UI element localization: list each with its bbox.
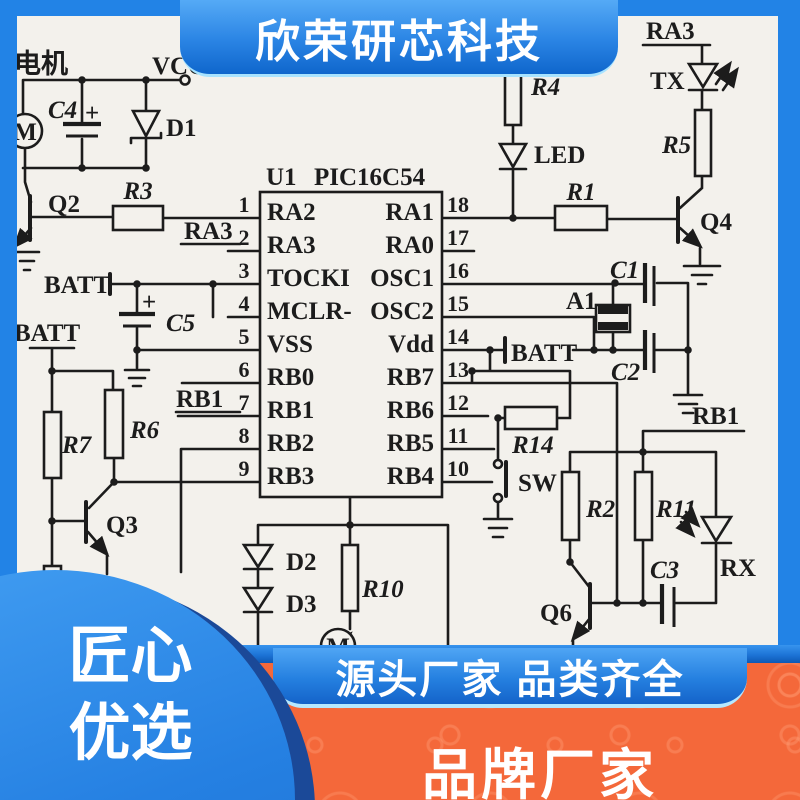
badge-line1: 匠心 [68, 622, 193, 691]
label-a1: A1 [566, 288, 597, 315]
ribbon-text: 源头厂家 品类齐全 [335, 658, 685, 702]
label-r4: R4 [530, 74, 560, 101]
label-d2: D2 [286, 549, 317, 576]
svg-text:8: 8 [239, 423, 250, 448]
label-rb1-left: RB1 [176, 386, 223, 413]
svg-text:7: 7 [239, 390, 250, 415]
ic-left-pin-labels: RA2 RA3 TOCKI MCLR- VSS RB0 RB1 RB2 RB3 [267, 199, 352, 490]
title-banner: 欣荣研芯科技 [180, 0, 618, 77]
label-d3: D3 [286, 591, 317, 618]
label-r3: R3 [122, 178, 152, 205]
svg-text:Vdd: Vdd [388, 331, 434, 358]
label-r2: R2 [585, 496, 615, 523]
junction-dots [48, 76, 692, 607]
label-batt-c: BATT [511, 340, 578, 367]
svg-text:RB4: RB4 [387, 463, 435, 490]
svg-text:MCLR-: MCLR- [267, 298, 352, 325]
label-q4: Q4 [700, 209, 732, 236]
label-c4: C4 [48, 97, 77, 124]
ic-left-pin-numbers: 1 2 3 4 5 6 7 8 9 [239, 192, 250, 481]
svg-text:RA0: RA0 [385, 232, 434, 259]
svg-text:18: 18 [447, 192, 469, 217]
label-sw: SW [518, 470, 557, 497]
label-ra3-top: RA3 [646, 18, 695, 45]
capacitor-plates [63, 121, 665, 624]
resonator-symbol [594, 303, 632, 334]
label-motor-cn: 电机 [14, 49, 68, 79]
svg-text:6: 6 [239, 357, 250, 382]
label-ra3-left: RA3 [184, 218, 233, 245]
svg-text:RA3: RA3 [267, 232, 316, 259]
label-q6: Q6 [540, 600, 572, 627]
svg-text:3: 3 [239, 258, 250, 283]
ic-right-pin-labels: RA1 RA0 OSC1 OSC2 Vdd RB7 RB6 RB5 RB4 [370, 199, 434, 490]
label-rx: RX [720, 555, 756, 582]
svg-text:10: 10 [447, 456, 469, 481]
svg-text:TOCKI: TOCKI [267, 265, 350, 292]
svg-text:RA1: RA1 [385, 199, 434, 226]
svg-text:17: 17 [447, 225, 469, 250]
svg-text:OSC2: OSC2 [370, 298, 434, 325]
svg-text:VSS: VSS [267, 331, 313, 358]
capacitor-plates-2 [66, 134, 676, 627]
ic-right-pin-numbers: 18 17 16 15 14 13 12 11 10 [447, 192, 469, 481]
company-title: 欣荣研芯科技 [254, 15, 543, 67]
label-c2: C2 [611, 359, 640, 386]
label-q3: Q3 [106, 512, 138, 539]
badge-text: 匠心 优选 [28, 618, 233, 772]
label-r1: R1 [565, 179, 595, 206]
svg-text:RB0: RB0 [267, 364, 314, 391]
label-r10: R10 [361, 576, 404, 603]
resistor-bodies [42, 73, 713, 628]
svg-text:RB2: RB2 [267, 430, 314, 457]
svg-text:RB3: RB3 [267, 463, 314, 490]
svg-text:5: 5 [239, 324, 250, 349]
label-q2: Q2 [48, 191, 80, 218]
label-r6: R6 [129, 417, 160, 444]
svg-text:1: 1 [239, 192, 250, 217]
svg-text:2: 2 [239, 225, 250, 250]
frame-right-edge [778, 0, 800, 800]
label-c4-plus: + [85, 100, 99, 127]
label-c3: C3 [650, 557, 679, 584]
svg-text:RA2: RA2 [267, 199, 316, 226]
svg-text:13: 13 [447, 357, 469, 382]
svg-text:12: 12 [447, 390, 469, 415]
svg-text:RB6: RB6 [387, 397, 434, 424]
svg-text:15: 15 [447, 291, 469, 316]
diode-symbols [129, 62, 734, 614]
label-m1: M [13, 119, 37, 146]
transistor-bars [28, 194, 680, 630]
label-r14: R14 [511, 432, 554, 459]
label-r5: R5 [661, 132, 691, 159]
label-tx: TX [650, 68, 685, 95]
label-c5-plus: + [142, 289, 156, 316]
ic-body [258, 190, 444, 499]
svg-text:14: 14 [447, 324, 469, 349]
footer-slogan: 品牌厂家 [421, 744, 658, 800]
label-r7: R7 [61, 432, 93, 459]
label-led: LED [534, 142, 585, 169]
ribbon-banner: 源头厂家 品类齐全 [273, 648, 747, 708]
badge-line2: 优选 [68, 699, 193, 768]
svg-text:RB1: RB1 [267, 397, 314, 424]
label-c5: C5 [166, 310, 195, 337]
label-c1: C1 [610, 257, 639, 284]
label-d1: D1 [166, 115, 197, 142]
svg-text:9: 9 [239, 456, 250, 481]
svg-text:11: 11 [448, 423, 469, 448]
label-batt-b: BATT [14, 320, 81, 347]
svg-text:4: 4 [239, 291, 250, 316]
svg-text:OSC1: OSC1 [370, 265, 434, 292]
label-rb1-right: RB1 [692, 403, 739, 430]
svg-text:RB7: RB7 [387, 364, 434, 391]
svg-text:RB5: RB5 [387, 430, 434, 457]
svg-text:16: 16 [447, 258, 469, 283]
ic-part: PIC16C54 [314, 164, 426, 191]
ic-ref: U1 [266, 164, 297, 191]
label-r11: R11 [655, 496, 696, 523]
label-batt-a: BATT [44, 272, 111, 299]
